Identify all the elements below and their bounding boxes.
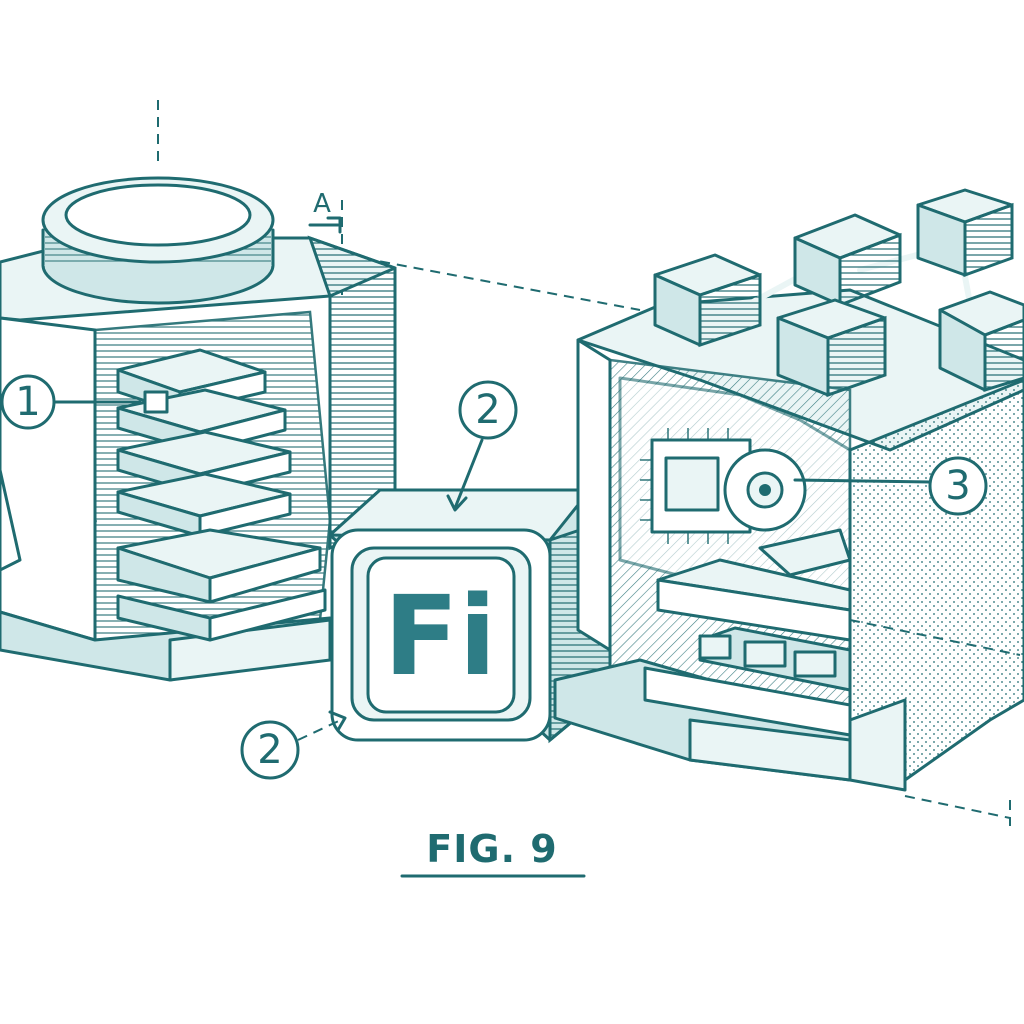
graph-node <box>938 290 1024 393</box>
section-marker-label: A <box>313 189 331 219</box>
drive-tray <box>758 528 852 577</box>
drive-tray <box>698 626 852 692</box>
graph-node <box>793 213 902 308</box>
section-marker: A <box>308 189 342 234</box>
figure-caption: FIG. 9 <box>400 827 586 878</box>
drive-tray <box>116 588 327 642</box>
graph-node <box>916 188 1014 278</box>
callout-2-top: 2 <box>446 380 518 512</box>
drive-tray <box>116 472 292 538</box>
drive-tray <box>116 528 322 604</box>
left-drive-stack <box>116 348 327 642</box>
callout-2-top-label: 2 <box>475 387 500 433</box>
callout-3-label: 3 <box>945 463 970 509</box>
callout-2-bottom-label: 2 <box>257 727 282 773</box>
callout-2-bottom: 2 <box>240 710 347 780</box>
drive-tray <box>656 558 852 642</box>
graph-node <box>653 253 762 348</box>
right-drive-stack <box>643 528 852 737</box>
callout-3: 3 <box>928 456 988 516</box>
fi-connector-block: Fi <box>328 488 612 744</box>
node-graph <box>653 188 1024 398</box>
drive-tray <box>643 666 852 737</box>
figure-caption-text: FIG. 9 <box>426 827 557 871</box>
processor-chip <box>640 428 752 544</box>
drive-indicator <box>143 390 169 414</box>
fi-logo-label: Fi <box>384 572 497 700</box>
callout-1: 1 <box>0 374 142 430</box>
graph-node <box>776 298 887 398</box>
disc-platter-icon <box>723 448 932 532</box>
callout-1-label: 1 <box>15 379 40 425</box>
